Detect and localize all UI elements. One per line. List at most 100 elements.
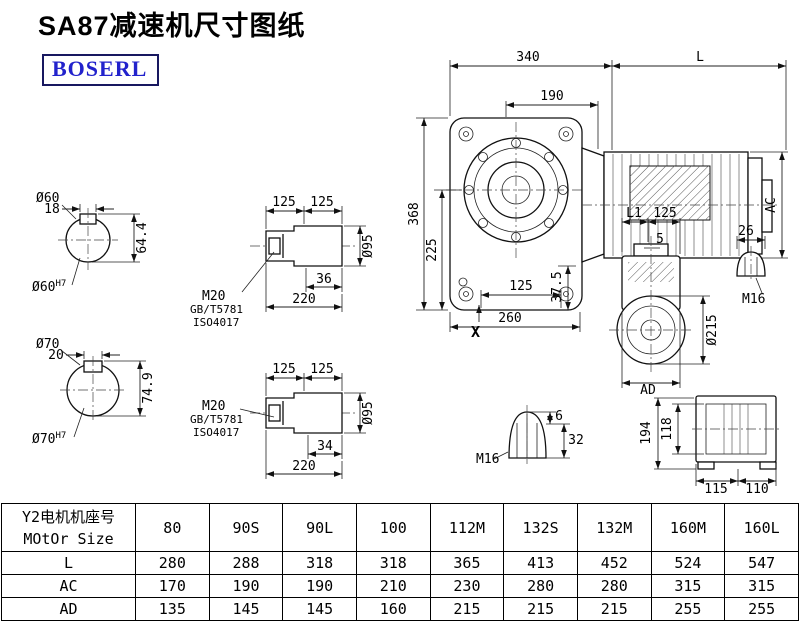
table-cell: 160 [355, 597, 431, 621]
dim-AD: AD [640, 383, 656, 398]
dim-key-width-60: 18 [44, 202, 60, 217]
technical-drawing: 340 L 190 368 225 37.5 125 260 [32, 50, 788, 497]
table-cell: 288 [208, 551, 284, 575]
dim-32: 32 [568, 433, 584, 448]
dim-36: 36 [316, 272, 332, 287]
std-gb-bottom: GB/T5781 [190, 413, 243, 426]
row-label-AD: AD [1, 597, 136, 621]
dim-dia-215: Ø215 [705, 314, 720, 345]
dim-key-depth-70: 74.9 [141, 372, 156, 403]
row-label-L: L [1, 551, 136, 575]
std-iso-bottom: ISO4017 [193, 426, 239, 439]
dim-115: 115 [704, 482, 727, 497]
dim-bore-70: Ø70H7 [32, 431, 66, 447]
table-cell: 318 [355, 551, 431, 575]
bolt-label-bottom: M20 [202, 399, 225, 414]
plug-detail-bottom: 6 32 M16 [476, 405, 584, 467]
column-header-160l: 160L [724, 503, 799, 552]
column-header-90s: 90S [208, 503, 284, 552]
dim-110: 110 [745, 482, 768, 497]
dim-bore-60: Ø60H7 [32, 279, 66, 295]
dim-220-top: 220 [292, 292, 315, 307]
table-header-motor-size: Y2电机机座号 MOtOr Size [1, 503, 136, 552]
dim-125-base: 125 [509, 279, 532, 294]
dim-AC: AC [764, 197, 779, 213]
dim-225: 225 [425, 238, 440, 261]
column-header-132m: 132M [576, 503, 652, 552]
table-row-AD: AD 135 145 145 160 215 215 215 255 255 [1, 597, 799, 621]
dim-5: 5 [656, 232, 664, 247]
bolt-label-m16-bottom: M16 [476, 452, 499, 467]
table-row-AC: AC 170 190 190 210 230 280 280 315 315 [1, 574, 799, 598]
table-header-row: Y2电机机座号 MOtOr Size 80 90S 90L 100 112M 1… [1, 503, 799, 552]
std-gb-top: GB/T5781 [190, 303, 243, 316]
dim-key-width-70: 20 [48, 348, 64, 363]
dim-125b-top: 125 [310, 195, 333, 210]
column-header-90l: 90L [282, 503, 357, 552]
dim-340: 340 [516, 50, 539, 65]
table-cell: 280 [503, 574, 578, 598]
table-cell: 145 [282, 597, 357, 621]
table-cell: 190 [208, 574, 284, 598]
dim-190: 190 [540, 89, 563, 104]
dim-260: 260 [498, 311, 521, 326]
boserl-logo: BOSERL [42, 54, 160, 86]
label-X: X [471, 323, 480, 341]
shaft-section-60: 18 Ø60 64.4 Ø60H7 [32, 191, 150, 295]
table-cell: 280 [135, 551, 210, 575]
dim-L1: L1 [626, 206, 642, 221]
dim-368: 368 [407, 202, 422, 225]
rear-view: 194 118 115 110 [639, 395, 780, 497]
table-cell: 280 [576, 574, 652, 598]
dim-37-5: 37.5 [550, 271, 565, 302]
bolt-label-m16-right: M16 [742, 292, 765, 307]
header-label-cn: Y2电机机座号 [21, 507, 116, 526]
dim-125a-bottom: 125 [272, 362, 295, 377]
table-cell: 315 [650, 574, 726, 598]
main-view-dimensions: 340 L 190 368 225 37.5 125 260 [407, 50, 788, 341]
table-cell: 135 [135, 597, 210, 621]
table-cell: 210 [355, 574, 431, 598]
boserl-logo-text: BOSERL [52, 56, 148, 81]
column-header-132s: 132S [503, 503, 578, 552]
dim-125-flange: 125 [653, 206, 676, 221]
std-iso-top: ISO4017 [193, 316, 239, 329]
table-cell: 215 [576, 597, 652, 621]
dim-26: 26 [738, 224, 754, 239]
row-label-AC: AC [1, 574, 136, 598]
table-cell: 230 [429, 574, 505, 598]
column-header-80: 80 [135, 503, 210, 552]
dim-L: L [696, 50, 704, 65]
table-cell: 547 [724, 551, 799, 575]
dim-125b-bottom: 125 [310, 362, 333, 377]
dim-dia-70: Ø70 [36, 337, 59, 352]
dim-key-depth-60: 64.4 [135, 222, 150, 253]
table-cell: 255 [650, 597, 726, 621]
table-cell: 215 [503, 597, 578, 621]
column-header-100: 100 [355, 503, 431, 552]
table-cell: 215 [429, 597, 505, 621]
table-cell: 145 [208, 597, 284, 621]
shaft-side-view-bottom: M20 GB/T5781 ISO4017 125 125 34 220 Ø95 [190, 362, 376, 479]
table-cell: 190 [282, 574, 357, 598]
dim-dia-95-top: Ø95 [361, 234, 376, 257]
bolt-label-top: M20 [202, 289, 225, 304]
table-cell: 170 [135, 574, 210, 598]
table-cell: 315 [724, 574, 799, 598]
table-cell: 318 [282, 551, 357, 575]
dim-125a-top: 125 [272, 195, 295, 210]
table-cell: 365 [429, 551, 505, 575]
column-header-160m: 160M [650, 503, 726, 552]
shaft-section-70: 20 Ø70 74.9 Ø70H7 [32, 337, 156, 447]
table-row-L: L 280 288 318 318 365 413 452 524 547 [1, 551, 799, 575]
table-cell: 255 [724, 597, 799, 621]
dim-118: 118 [660, 417, 675, 440]
dim-194: 194 [639, 421, 654, 445]
main-view-motor [581, 147, 780, 263]
header-label-en: MOtOr Size [23, 529, 114, 548]
dim-220-bottom: 220 [292, 459, 315, 474]
dim-34: 34 [317, 439, 333, 454]
dim-dia-95-bottom: Ø95 [361, 401, 376, 424]
dim-6: 6 [555, 409, 563, 424]
